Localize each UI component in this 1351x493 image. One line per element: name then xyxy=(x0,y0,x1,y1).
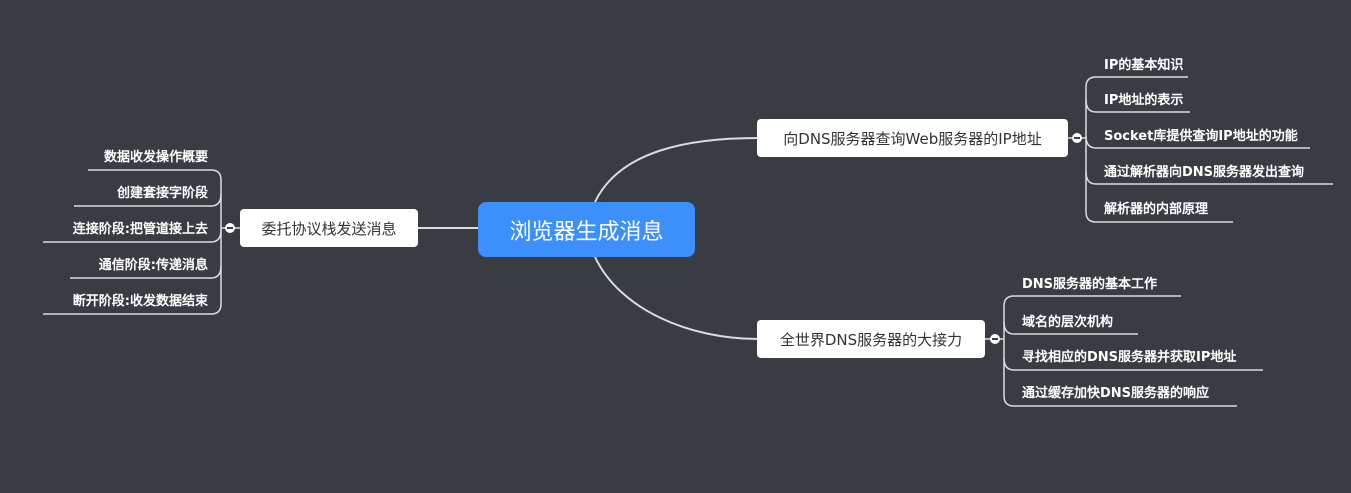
topic-dns-query[interactable]: 向DNS服务器查询Web服务器的IP地址 xyxy=(757,119,1068,157)
subtopic-dns-cache[interactable]: 通过缓存加快DNS服务器的响应 xyxy=(1022,386,1210,401)
subtopic-dns-basic-work[interactable]: DNS服务器的基本工作 xyxy=(1022,277,1158,292)
subtopic-communicate-phase[interactable]: 通信阶段:传递消息 xyxy=(98,258,208,273)
connector-root-dns-query xyxy=(594,137,759,203)
topic-protocol-stack[interactable]: 委托协议栈发送消息 xyxy=(240,209,418,247)
collapse-toggle-dns-query-icon[interactable] xyxy=(1072,133,1082,143)
collapse-toggle-protocol-stack-icon[interactable] xyxy=(225,223,235,233)
subtopic-domain-hierarchy[interactable]: 域名的层次机构 xyxy=(1022,315,1114,330)
subtopic-disconnect-phase[interactable]: 断开阶段:收发数据结束 xyxy=(72,294,208,309)
subtopic-data-transfer-overview[interactable]: 数据收发操作概要 xyxy=(103,150,208,165)
subtopic-ip-representation[interactable]: IP地址的表示 xyxy=(1104,93,1184,108)
subtopic-find-dns-server[interactable]: 寻找相应的DNS服务器并获取IP地址 xyxy=(1022,350,1237,365)
collapse-toggle-dns-relay-icon[interactable] xyxy=(990,334,1000,344)
root-topic[interactable]: 浏览器生成消息 xyxy=(478,202,695,257)
subtopic-socket-library[interactable]: Socket库提供查询IP地址的功能 xyxy=(1104,129,1298,144)
connector-root-dns-relay xyxy=(594,256,759,340)
subtopic-resolver-internals[interactable]: 解析器的内部原理 xyxy=(1104,202,1209,217)
subtopic-connect-phase[interactable]: 连接阶段:把管道接上去 xyxy=(72,222,208,237)
subtopic-create-socket[interactable]: 创建套接字阶段 xyxy=(116,186,208,201)
topic-dns-relay[interactable]: 全世界DNS服务器的大接力 xyxy=(757,320,985,358)
subtopic-ip-basics[interactable]: IP的基本知识 xyxy=(1104,58,1184,73)
subtopic-resolver-query[interactable]: 通过解析器向DNS服务器发出查询 xyxy=(1104,165,1305,180)
